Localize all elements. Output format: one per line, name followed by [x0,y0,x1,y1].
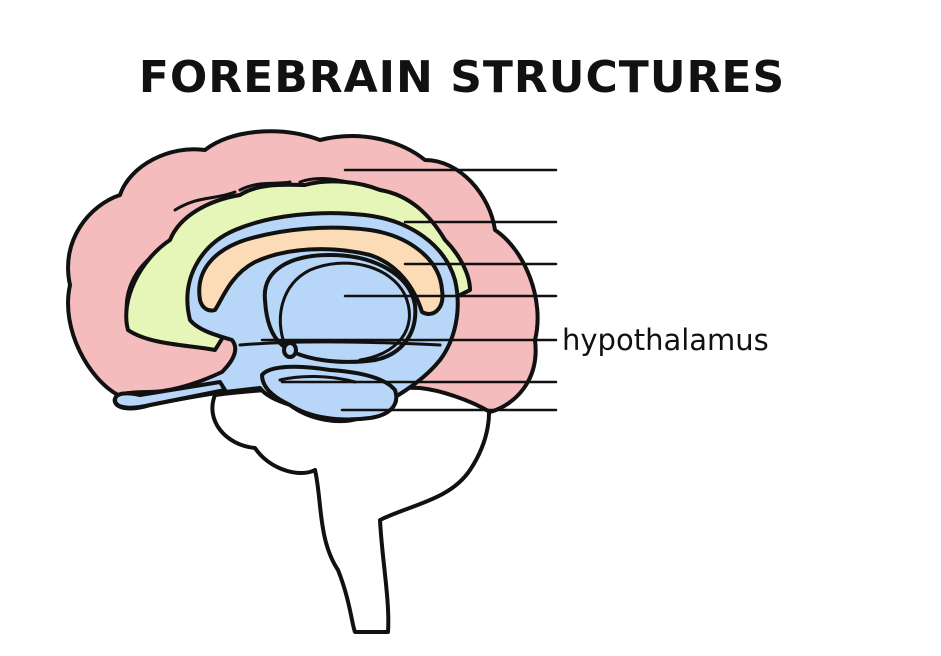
diagram-title: FOREBRAIN STRUCTURES [139,52,785,103]
pituitary-stalk [278,374,357,384]
olfactory-tract [113,380,227,410]
thalamus [262,253,418,364]
corpus-callosum [197,225,445,316]
mammillary-body [282,341,298,359]
cortex-gyri [124,177,422,332]
label-hypothalamus: hypothalamus [562,323,769,357]
hypothalamus-line [238,340,442,347]
midbrain-region [260,364,399,422]
